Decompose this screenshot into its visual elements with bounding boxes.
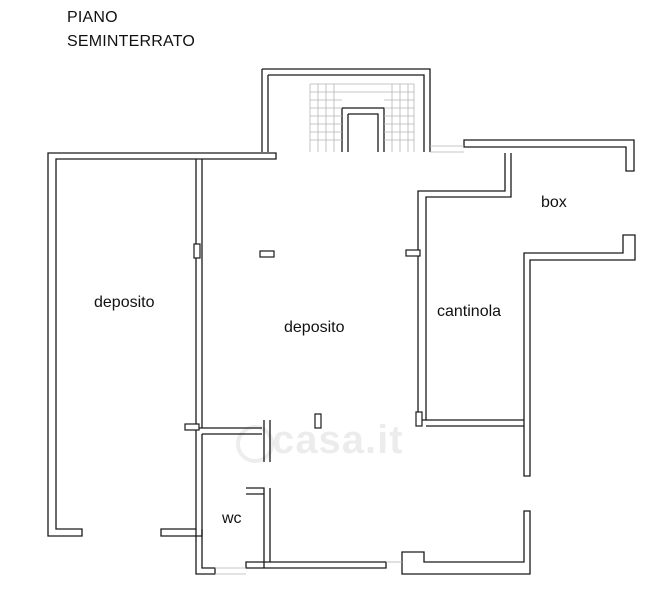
room-label-cantinola: cantinola	[437, 303, 502, 320]
wall-stair-tower	[261, 68, 431, 152]
column-1	[193, 243, 201, 259]
columns	[184, 243, 423, 431]
door-openings	[215, 145, 464, 575]
wall-right-upper	[463, 139, 635, 172]
room-label-wc: wc	[222, 510, 242, 527]
wall-wc-block	[195, 529, 216, 575]
wall-bottom	[245, 561, 387, 569]
room-label-box: box	[541, 194, 567, 211]
watermark: casa.it	[272, 418, 404, 462]
column-2	[259, 250, 275, 258]
room-label-deposito-left: deposito	[94, 294, 155, 311]
wall-wc-left	[160, 428, 203, 537]
room-label-deposito-center: deposito	[284, 319, 345, 336]
stairs	[309, 83, 415, 152]
wall-box-right	[523, 234, 636, 477]
column-3	[405, 249, 421, 257]
wall-partition-left	[195, 159, 203, 428]
column-5	[314, 413, 322, 429]
watermark-logo-icon	[236, 425, 274, 463]
wall-stair-core	[341, 107, 385, 152]
wall-bottom-right	[401, 510, 531, 575]
wall-cantinola-bottom	[426, 419, 524, 427]
wall-box-separator	[417, 153, 512, 421]
plan-title-line2: SEMINTERRATO	[67, 33, 196, 50]
column-4	[184, 423, 200, 431]
wall-left-outer	[47, 152, 277, 537]
column-6	[415, 411, 423, 427]
plan-title-line1: PIANO	[67, 9, 118, 26]
